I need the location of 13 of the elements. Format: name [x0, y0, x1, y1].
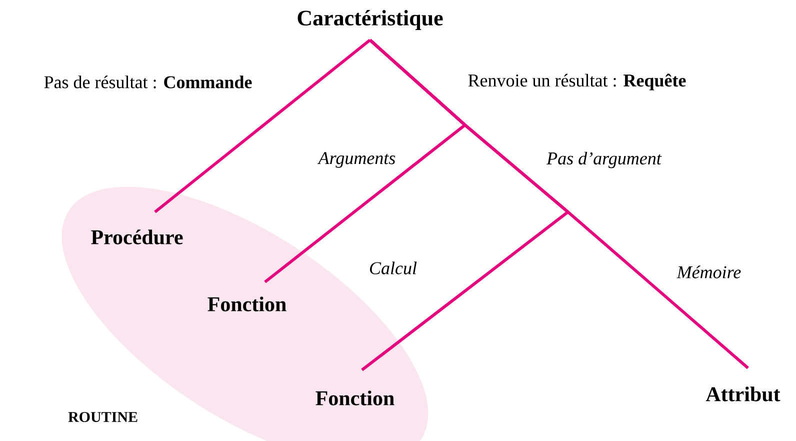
node-label: Procédure [91, 230, 183, 244]
node-label: Caractéristique [298, 10, 443, 30]
branch-line [369, 38, 749, 370]
node-label: Fonction [208, 296, 286, 312]
branch-label: Pas d’argument [546, 152, 662, 168]
node-label: Attribut [706, 386, 780, 402]
edge-label: Pas de résultat : Commande [44, 76, 252, 88]
branch-label: Renvoie un résultat : Requête [468, 74, 686, 90]
edge-label: Calcul [370, 262, 417, 274]
edge-label: Arguments [317, 152, 396, 168]
node-label: Fonction [316, 390, 394, 406]
branch-line [154, 38, 371, 214]
edge-label: Mémoire [676, 266, 741, 278]
